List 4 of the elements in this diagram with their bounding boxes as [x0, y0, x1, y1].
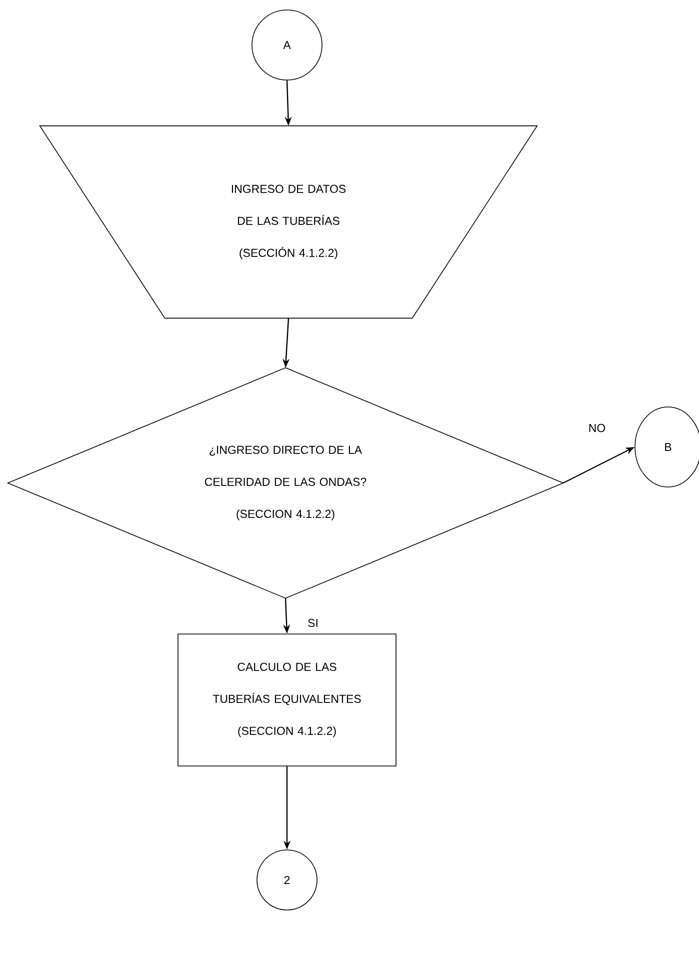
process-box: CALCULO DE LAS TUBERÍAS EQUIVALENTES (SECCION 4.1.2.2) — [178, 634, 396, 766]
input-trapezoid: INGRESO DE DATOS DE LAS TUBERÍAS (SECCIÓN 4.1.2.2) — [39, 125, 538, 319]
edge-label: SI — [306, 618, 320, 628]
edge-label: NO — [587, 422, 607, 434]
